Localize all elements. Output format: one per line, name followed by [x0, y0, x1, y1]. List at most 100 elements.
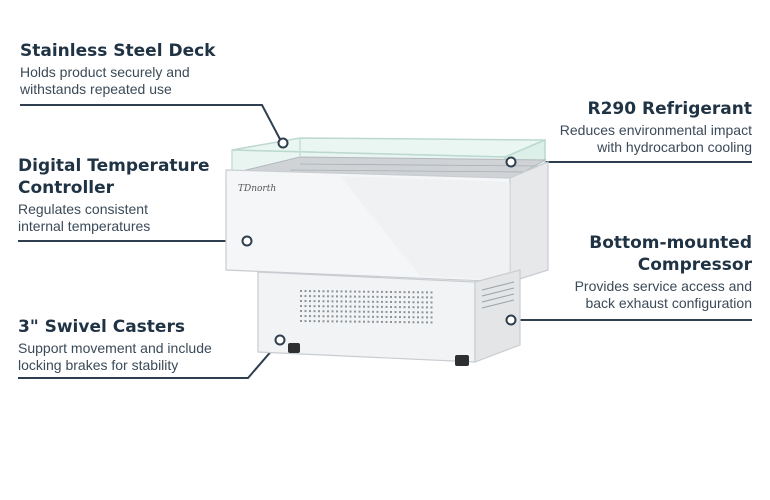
- vent-hole: [390, 301, 392, 303]
- vent-hole: [417, 301, 419, 304]
- vent-hole: [367, 310, 370, 313]
- vent-hole: [399, 311, 401, 314]
- vent-hole: [331, 315, 334, 318]
- vent-hole: [385, 290, 388, 293]
- vent-hole: [381, 300, 383, 303]
- vent-hole: [430, 316, 433, 319]
- vent-hole: [408, 311, 410, 314]
- vent-hole: [421, 316, 424, 319]
- vent-hole: [300, 305, 302, 307]
- vent-hole: [304, 310, 307, 313]
- vent-hole: [340, 290, 343, 293]
- vent-hole: [336, 305, 338, 308]
- vent-hole: [300, 315, 302, 317]
- vent-hole: [313, 320, 316, 323]
- vent-hole: [394, 321, 397, 324]
- vent-hole: [399, 316, 401, 319]
- vent-hole: [372, 305, 374, 308]
- vent-hole: [349, 305, 352, 308]
- vent-hole: [399, 306, 401, 309]
- vent-hole: [403, 301, 406, 304]
- vent-hole: [412, 291, 415, 294]
- vent-hole: [421, 291, 424, 294]
- vent-hole: [412, 296, 415, 299]
- vent-hole: [367, 315, 370, 318]
- vent-hole: [381, 305, 383, 308]
- vent-hole: [358, 320, 361, 323]
- vent-hole: [412, 316, 415, 319]
- feature-swivel-casters: 3" Swivel Casters Support movement and i…: [18, 316, 278, 374]
- vent-hole: [300, 320, 302, 322]
- vent-hole: [372, 310, 374, 313]
- vent-hole: [412, 301, 415, 304]
- vent-hole: [403, 321, 406, 324]
- vent-hole: [430, 291, 433, 294]
- vent-hole: [417, 316, 419, 319]
- vent-hole: [336, 315, 338, 318]
- vent-hole: [349, 315, 352, 318]
- vent-hole: [381, 320, 383, 323]
- vent-hole: [367, 295, 370, 298]
- callout-dot-deck: [277, 137, 289, 149]
- vent-hole: [349, 290, 352, 293]
- feature-r290-refrigerant: R290 Refrigerant Reduces environmental i…: [520, 98, 752, 156]
- vent-hole: [408, 321, 410, 324]
- vent-hole: [349, 300, 352, 303]
- vent-hole: [399, 301, 401, 304]
- vent-hole: [417, 291, 419, 294]
- vent-hole: [394, 291, 397, 294]
- vent-hole: [426, 291, 428, 294]
- vent-hole: [367, 290, 370, 293]
- vent-hole: [327, 315, 329, 318]
- caster-front-right: [455, 355, 469, 366]
- vent-hole: [408, 301, 410, 304]
- vent-hole: [381, 295, 383, 298]
- vent-hole: [340, 320, 343, 323]
- vent-hole: [309, 295, 311, 298]
- vent-hole: [331, 300, 334, 303]
- vent-hole: [430, 321, 433, 324]
- vent-hole: [300, 290, 302, 292]
- vent-hole: [340, 305, 343, 308]
- vent-hole: [367, 300, 370, 303]
- vent-hole: [385, 320, 388, 323]
- vent-hole: [313, 310, 316, 313]
- vent-hole: [336, 290, 338, 293]
- vent-hole: [394, 306, 397, 309]
- vent-hole: [417, 306, 419, 309]
- vent-hole: [304, 290, 307, 293]
- vent-hole: [426, 296, 428, 299]
- vent-hole: [322, 295, 325, 298]
- vent-hole: [417, 321, 419, 324]
- vent-hole: [313, 300, 316, 303]
- vent-hole: [313, 305, 316, 308]
- feature-title: 3" Swivel Casters: [18, 317, 185, 337]
- vent-hole: [430, 311, 433, 314]
- vent-hole: [408, 316, 410, 319]
- vent-hole: [327, 295, 329, 298]
- vent-hole: [403, 316, 406, 319]
- vent-hole: [426, 311, 428, 314]
- vent-hole: [372, 290, 374, 293]
- vent-hole: [399, 291, 401, 294]
- vent-hole: [336, 295, 338, 298]
- vent-hole: [318, 305, 320, 308]
- vent-hole: [403, 306, 406, 309]
- vent-hole: [363, 295, 365, 298]
- vent-hole: [358, 300, 361, 303]
- side-vent: [481, 281, 515, 309]
- vent-hole: [376, 290, 379, 293]
- vent-hole: [354, 315, 356, 318]
- vent-hole: [421, 301, 424, 304]
- vent-hole: [318, 315, 320, 318]
- vent-hole: [358, 310, 361, 313]
- vent-hole: [309, 305, 311, 308]
- vent-hole: [426, 306, 428, 309]
- vent-hole: [376, 305, 379, 308]
- vent-hole: [313, 315, 316, 318]
- vent-hole: [331, 310, 334, 313]
- vent-hole: [349, 320, 352, 323]
- vent-hole: [345, 295, 347, 298]
